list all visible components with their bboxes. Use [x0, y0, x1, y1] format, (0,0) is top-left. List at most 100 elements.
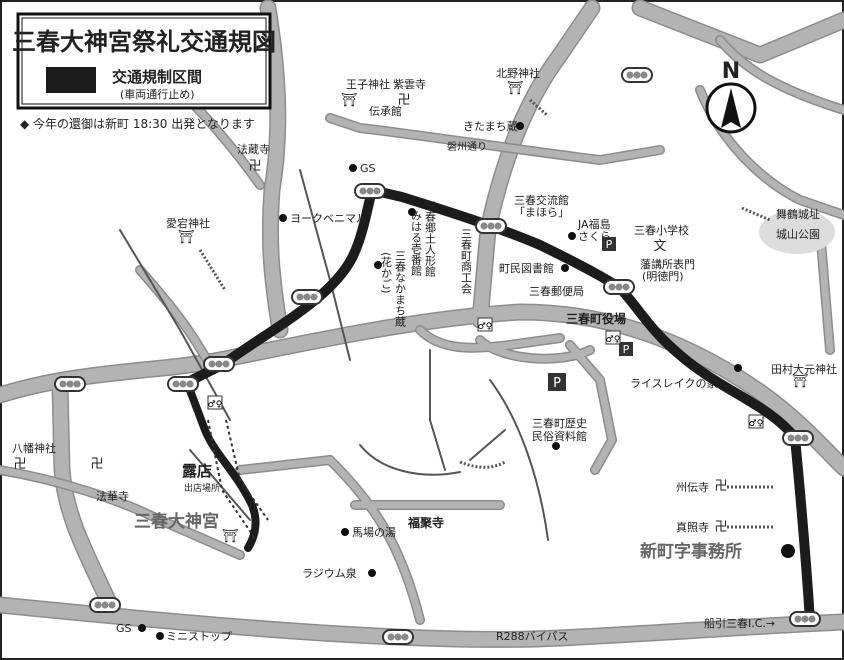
- label-rice: ライスレイクの家: [630, 376, 717, 390]
- label-hozo: 法蔵寺: [237, 142, 270, 156]
- ministop-dot: [156, 632, 164, 640]
- manji-icon: 卍: [13, 457, 26, 472]
- hitotsuban-dot: [408, 208, 416, 216]
- label-atago: 愛宕神社: [166, 216, 210, 230]
- label-yakuba: 三春町役場: [566, 311, 626, 326]
- traffic-signal-icon: [354, 183, 386, 199]
- label-daijingu: 三春大神宮: [134, 511, 219, 532]
- toilet-icon: ♂♀: [748, 414, 764, 429]
- traffic-signals: [54, 67, 821, 645]
- svg-text:P: P: [606, 238, 613, 251]
- label-yorkbenimaru: ヨークベニマル: [290, 212, 367, 225]
- label-hokke: 法華寺: [96, 489, 129, 503]
- torii-icon: ⛩: [341, 92, 358, 108]
- radium-dot: [368, 569, 376, 577]
- north-arrow-icon: N: [705, 59, 757, 134]
- label-fukujuji: 福聚寺: [407, 515, 444, 530]
- label-roten-sub: 出店場所: [184, 482, 220, 494]
- traffic-signal-icon: [789, 611, 821, 627]
- traffic-signal-icon: [782, 430, 814, 446]
- baba-dot: [341, 528, 349, 536]
- gs2-dot: [138, 624, 146, 632]
- title-legend-box: 三春大神宮祭礼交通規図 交通規制区間 (車両通行止め): [12, 12, 276, 110]
- label-hankou1: 藩講所表門: [640, 257, 695, 271]
- manji-icon: 卍: [90, 457, 103, 472]
- label-ja2: さくら: [578, 230, 611, 243]
- label-gs1: GS: [360, 162, 376, 175]
- toilet-icon: ♂♀: [207, 395, 223, 410]
- traffic-signal-icon: [475, 218, 507, 234]
- label-jimusho: 新町字事務所: [640, 541, 742, 562]
- label-hankou2: (明徳門): [642, 270, 684, 283]
- label-rekishi2: 民俗資料館: [532, 429, 587, 443]
- label-r288: R288バイパス: [496, 630, 568, 643]
- label-kitano: 北野神社: [496, 66, 540, 80]
- label-radium: ラジウム泉: [302, 566, 357, 580]
- manji-icon: 卍: [397, 93, 410, 108]
- legend-label: 交通規制区間: [112, 68, 202, 86]
- label-kyodo: 三春郷土人形館: [424, 200, 437, 278]
- svg-text:♂♀: ♂♀: [606, 335, 621, 345]
- traffic-signal-icon: [291, 289, 323, 305]
- parking-icon: P: [619, 342, 633, 356]
- svg-text:♂♀: ♂♀: [208, 400, 223, 410]
- torii-icon: ⛩: [178, 229, 195, 245]
- svg-text:P: P: [553, 376, 561, 391]
- maizuru-park-area: [759, 210, 835, 254]
- label-shogakko: 三春小学校: [634, 223, 689, 237]
- traffic-signal-icon: [167, 376, 199, 392]
- label-roten: 露店: [182, 462, 212, 480]
- school-icon: 文: [653, 239, 666, 254]
- label-gs2: GS: [116, 622, 132, 635]
- nakamachi-dot: [374, 261, 382, 269]
- torii-icon: ⛩: [507, 80, 524, 96]
- torii-icon: ⛩: [792, 373, 809, 389]
- traffic-signal-icon: [203, 356, 235, 372]
- label-ouji: 王子神社: [346, 77, 390, 91]
- traffic-signal-icon: [621, 67, 653, 83]
- legend-swatch: [46, 67, 96, 93]
- traffic-signal-icon: [382, 629, 414, 645]
- ja-dot: [568, 232, 576, 240]
- legend-sublabel: (車両通行止め): [120, 87, 195, 101]
- parking-icon: P: [548, 373, 566, 391]
- traffic-signal-icon: [603, 279, 635, 295]
- label-mahora1: 三春交流館: [514, 193, 569, 207]
- toilet-icon: ♂♀: [477, 317, 493, 332]
- manji-icon: 卍: [248, 159, 261, 174]
- toilet-icon: ♂♀: [605, 330, 621, 345]
- label-miharu-ningyo: みはる壱番館: [410, 210, 423, 277]
- label-shuden: 州伝寺: [676, 481, 709, 494]
- north-label: N: [722, 59, 740, 84]
- jimusho-dot: [781, 544, 795, 558]
- svg-text:♂♀: ♂♀: [478, 322, 493, 332]
- label-mahora2: 「まほら」: [514, 206, 569, 219]
- roten-area-outline-2: [225, 419, 269, 521]
- parking-icon: P: [602, 237, 616, 251]
- torii-icon: ⛩: [222, 528, 239, 544]
- label-yahata: 八幡神社: [12, 441, 56, 455]
- yorkbenimaru-dot: [279, 214, 287, 222]
- label-maizuru2: 城山公園: [776, 228, 820, 241]
- label-ministop: ミニストップ: [166, 630, 232, 643]
- label-baba: 馬場の湯: [352, 526, 396, 539]
- traffic-signal-icon: [89, 597, 121, 613]
- svg-text:P: P: [623, 343, 630, 356]
- label-shinsho: 真照寺: [676, 520, 709, 534]
- rekishi-dot: [552, 442, 560, 450]
- label-hanakago: (花かご): [380, 252, 393, 294]
- svg-text:♂♀: ♂♀: [749, 419, 764, 429]
- label-yubinkyoku: 三春郵便局: [529, 285, 584, 298]
- stair-paths: [198, 98, 775, 529]
- label-toshokan: 町民図書館: [499, 261, 554, 275]
- label-ja1: JA福島: [577, 217, 611, 231]
- label-shokokai: 三春町商工会: [460, 228, 473, 294]
- rice-dot: [734, 364, 742, 372]
- label-banshu: 磐州通り: [447, 140, 487, 153]
- label-tamura: 田村大元神社: [771, 362, 837, 376]
- manji-icon: 卍: [714, 520, 727, 535]
- label-ic: 船引三春I.C.→: [704, 616, 775, 630]
- gs-dot: [349, 164, 357, 172]
- manji-icon: 卍: [714, 479, 727, 494]
